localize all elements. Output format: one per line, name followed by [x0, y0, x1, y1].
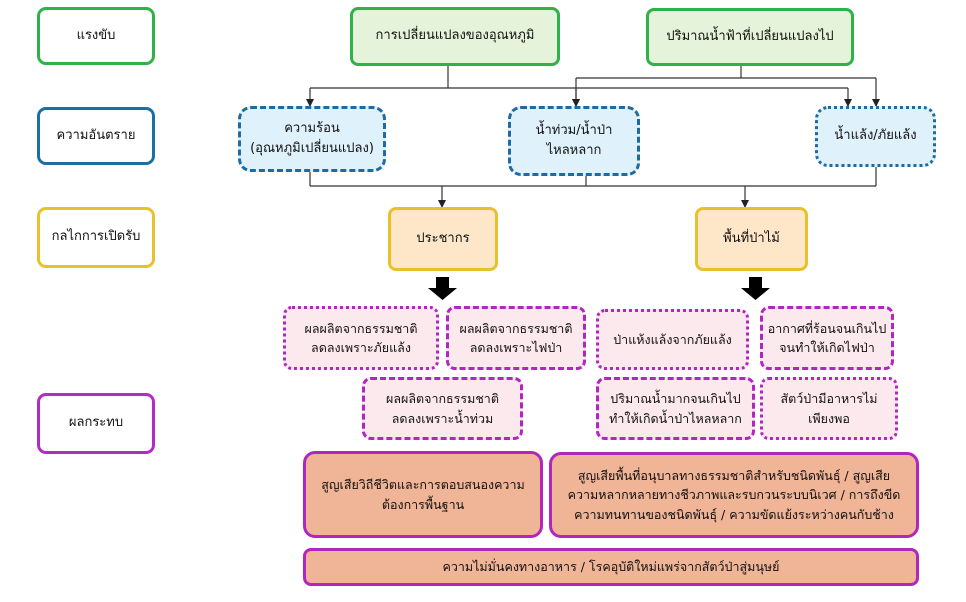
- hazard-flood-line2: ไหลหลาก: [546, 143, 602, 158]
- driver-rainfall: ปริมาณน้ำฟ้าที่เปลี่ยนแปลงไป: [646, 8, 854, 66]
- result-livelihood: สูญเสียวิถีชีวิตและการตอบสนองความ ต้องกา…: [303, 451, 543, 538]
- impact-hot-fire-line2: จนทำให้เกิดไฟป่า: [779, 340, 875, 355]
- category-impact-label: ผลกระทบ: [68, 415, 124, 431]
- hazard-heat-line2: (อุณหภูมิเปลี่ยนแปลง): [250, 141, 374, 156]
- hazard-heat: ความร้อน (อุณหภูมิเปลี่ยนแปลง): [238, 106, 386, 172]
- impact-flood-yield-line2: ลดลงเพราะน้ำท่วม: [391, 410, 494, 426]
- driver-temperature: การเปลี่ยนแปลงของอุณหภูมิ: [350, 7, 560, 66]
- exposure-population: ประชากร: [388, 207, 498, 271]
- impact-forest-dry-label: ป่าแห้งแล้งจากภัยแล้ง: [613, 331, 732, 347]
- category-mechanism: กลไกการเปิดรับ: [37, 207, 155, 268]
- exposure-forest: พื้นที่ป่าไม้: [695, 207, 808, 271]
- hazard-drought: น้ำแล้ง/ภัยแล้ง: [815, 106, 936, 167]
- category-driver: แรงขับ: [37, 7, 155, 65]
- impact-drought-yield: ผลผลิตจากธรรมชาติ ลดลงเพราะภัยแล้ง: [283, 306, 439, 370]
- impact-hot-fire-line1: อากาศที่ร้อนจนเกินไป: [767, 320, 887, 336]
- impact-fire-yield-line2: ลดลงเพราะไฟป่า: [469, 340, 563, 355]
- impact-wildlife-food: สัตว์ป่ามีอาหารไม่ เพียงพอ: [760, 377, 898, 440]
- impact-flood-yield-line1: ผลผลิตจากธรรมชาติ: [386, 391, 499, 407]
- impact-drought-yield-line2: ลดลงเพราะภัยแล้ง: [311, 340, 411, 355]
- result-livelihood-line1: สูญเสียวิถีชีวิตและการตอบสนองความ: [321, 477, 525, 493]
- impact-drought-yield-line1: ผลผลิตจากธรรมชาติ: [304, 320, 418, 336]
- category-driver-label: แรงขับ: [76, 27, 116, 43]
- result-biodiversity-line1: สูญเสียพื้นที่อนุบาลทางธรรมชาติสำหรับชนิ…: [577, 467, 891, 483]
- forest-down-arrow: [741, 277, 770, 300]
- category-hazard: ความอันตราย: [37, 107, 155, 165]
- result-food-security: ความไม่มั่นคงทางอาหาร / โรคอุบัติใหม่แพร…: [303, 548, 919, 586]
- hazard-flood-line1: น้ำท่วม/น้ำป่า: [535, 122, 613, 138]
- result-food-security-label: ความไม่มั่นคงทางอาหาร / โรคอุบัติใหม่แพร…: [442, 559, 780, 575]
- impact-excess-water-line1: ปริมาณน้ำมากจนเกินไป: [610, 391, 741, 407]
- category-mechanism-label: กลไกการเปิดรับ: [51, 229, 141, 245]
- result-biodiversity-line3: ความทนทานของชนิดพันธุ์ / ความขัดแย้งระหว…: [574, 506, 894, 522]
- impact-fire-yield: ผลผลิตจากธรรมชาติ ลดลงเพราะไฟป่า: [446, 306, 586, 370]
- impact-excess-water: ปริมาณน้ำมากจนเกินไป ทำให้เกิดน้ำป่าไหลห…: [596, 377, 755, 440]
- hazard-flood: น้ำท่วม/น้ำป่า ไหลหลาก: [508, 106, 640, 176]
- impact-forest-dry: ป่าแห้งแล้งจากภัยแล้ง: [596, 309, 749, 370]
- impact-excess-water-line2: ทำให้เกิดน้ำป่าไหลหลาก: [609, 410, 742, 426]
- impact-wildlife-food-line2: เพียงพอ: [808, 410, 850, 426]
- result-biodiversity: สูญเสียพื้นที่อนุบาลทางธรรมชาติสำหรับชนิ…: [549, 452, 919, 538]
- hazard-heat-line1: ความร้อน: [284, 120, 340, 136]
- impact-fire-yield-line1: ผลผลิตจากธรรมชาติ: [459, 320, 573, 336]
- impact-flood-yield: ผลผลิตจากธรรมชาติ ลดลงเพราะน้ำท่วม: [362, 377, 523, 440]
- driver-rainfall-label: ปริมาณน้ำฟ้าที่เปลี่ยนแปลงไป: [666, 28, 834, 44]
- exposure-population-label: ประชากร: [416, 230, 470, 246]
- category-impact: ผลกระทบ: [37, 393, 155, 454]
- hazard-drought-label: น้ำแล้ง/ภัยแล้ง: [834, 128, 917, 144]
- result-biodiversity-line2: ความหลากหลายทางชีวภาพและรบกวนระบบนิเวศ /…: [567, 487, 901, 503]
- category-hazard-label: ความอันตราย: [56, 127, 136, 143]
- impact-wildlife-food-line1: สัตว์ป่ามีอาหารไม่: [780, 391, 878, 407]
- driver-temperature-label: การเปลี่ยนแปลงของอุณหภูมิ: [375, 28, 535, 44]
- population-down-arrow: [428, 277, 457, 300]
- result-livelihood-line2: ต้องการพื้นฐาน: [381, 496, 465, 512]
- exposure-forest-label: พื้นที่ป่าไม้: [723, 230, 780, 246]
- impact-hot-fire: อากาศที่ร้อนจนเกินไป จนทำให้เกิดไฟป่า: [760, 306, 894, 370]
